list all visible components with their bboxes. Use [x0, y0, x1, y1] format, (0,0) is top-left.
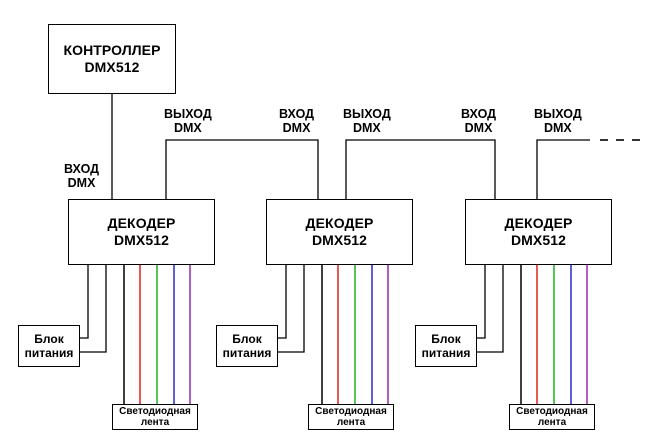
output-dmx-label-3: ВЫХОД DMX — [534, 107, 582, 135]
controller-model: DMX512 — [84, 59, 140, 75]
input-dmx-label: ВХОД DMX — [64, 162, 100, 190]
dmx-link-2-3 — [345, 139, 496, 199]
power-unit-box-2: Блок питания — [216, 325, 278, 367]
power-wire-a-2 — [278, 265, 287, 339]
output-dmx-label-1: ВЫХОД DMX — [164, 107, 212, 135]
decoder-box-3: ДЕКОДЕР DMX512 — [465, 199, 612, 265]
decoder-box-1: ДЕКОДЕР DMX512 — [68, 199, 215, 265]
decoder-box-2: ДЕКОДЕР DMX512 — [266, 199, 413, 265]
input-dmx-label-3: ВХОД DMX — [461, 107, 497, 135]
power-wire-a-3 — [477, 265, 486, 339]
power-unit-box-1: Блок питания — [18, 325, 80, 367]
led-strip-box-2: Светодиодная лента — [308, 404, 394, 430]
power-wire-a-1 — [80, 265, 89, 339]
power-wire-b-2 — [278, 265, 305, 353]
controller-box: КОНТРОЛЛЕР DMX512 — [48, 24, 176, 94]
dmx-link-1-2 — [165, 139, 319, 199]
led-strip-box-3: Светодиодная лента — [509, 404, 595, 430]
power-wire-b-3 — [477, 265, 504, 353]
power-wire-b-1 — [80, 265, 107, 353]
input-dmx-label-2: ВХОД DMX — [279, 107, 315, 135]
output-dmx-label-2: ВЫХОД DMX — [343, 107, 391, 135]
led-strip-box-1: Светодиодная лента — [112, 404, 198, 430]
dmx-link-3-next — [536, 139, 590, 199]
controller-title: КОНТРОЛЛЕР — [63, 42, 161, 58]
power-unit-box-3: Блок питания — [415, 325, 477, 367]
